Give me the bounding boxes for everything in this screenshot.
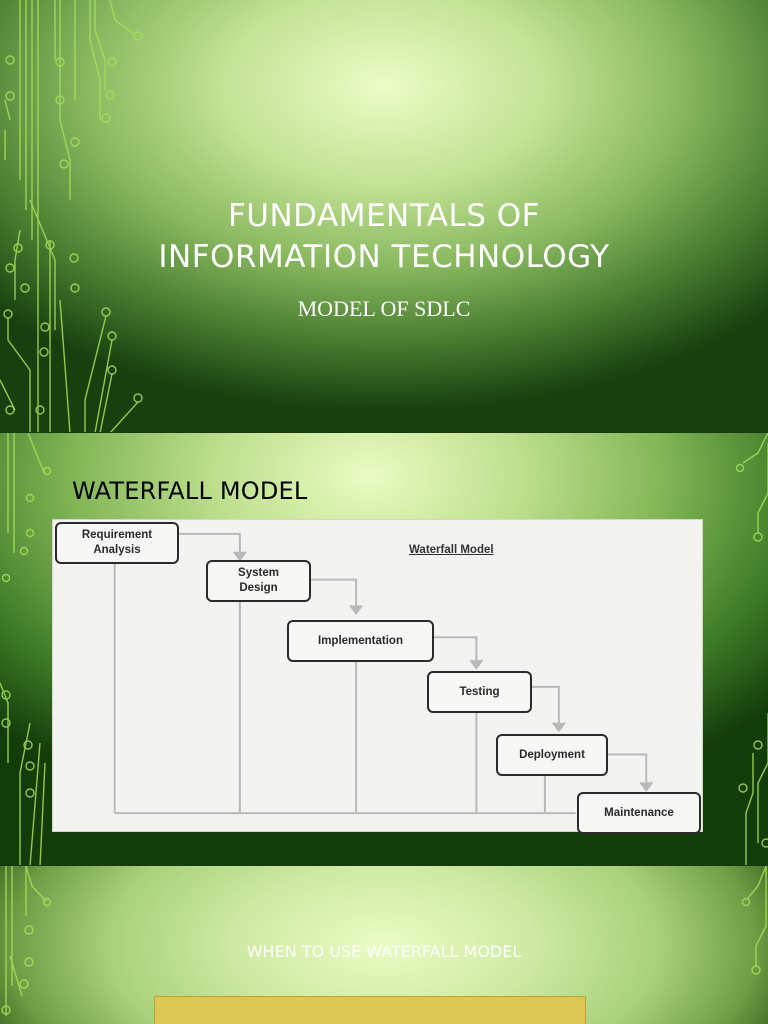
title-line-2: INFORMATION TECHNOLOGY bbox=[158, 239, 610, 275]
slide-title[interactable]: FUNDAMENTALS OF INFORMATION TECHNOLOGY M… bbox=[0, 0, 768, 433]
step-deployment: Deployment bbox=[496, 734, 608, 776]
step-implementation: Implementation bbox=[287, 620, 434, 662]
slide-waterfall-model[interactable]: WATERFALL MODEL Waterfall Model Requirem… bbox=[0, 433, 768, 866]
slide-divider bbox=[0, 865, 768, 866]
presentation-subtitle: MODEL OF SDLC bbox=[297, 296, 471, 321]
content-box bbox=[154, 996, 586, 1024]
slide-heading: WHEN TO USE WATERFALL MODEL bbox=[246, 942, 522, 961]
slide-heading: WATERFALL MODEL bbox=[72, 477, 308, 505]
title-line-1: FUNDAMENTALS OF bbox=[227, 198, 541, 234]
step-maintenance: Maintenance bbox=[577, 792, 701, 834]
slide-divider bbox=[0, 432, 768, 433]
presentation-title: FUNDAMENTALS OF INFORMATION TECHNOLOGY bbox=[0, 196, 768, 278]
step-testing: Testing bbox=[427, 671, 532, 713]
diagram-caption: Waterfall Model bbox=[409, 544, 494, 556]
slide-when-to-use[interactable]: WHEN TO USE WATERFALL MODEL bbox=[0, 866, 768, 1024]
